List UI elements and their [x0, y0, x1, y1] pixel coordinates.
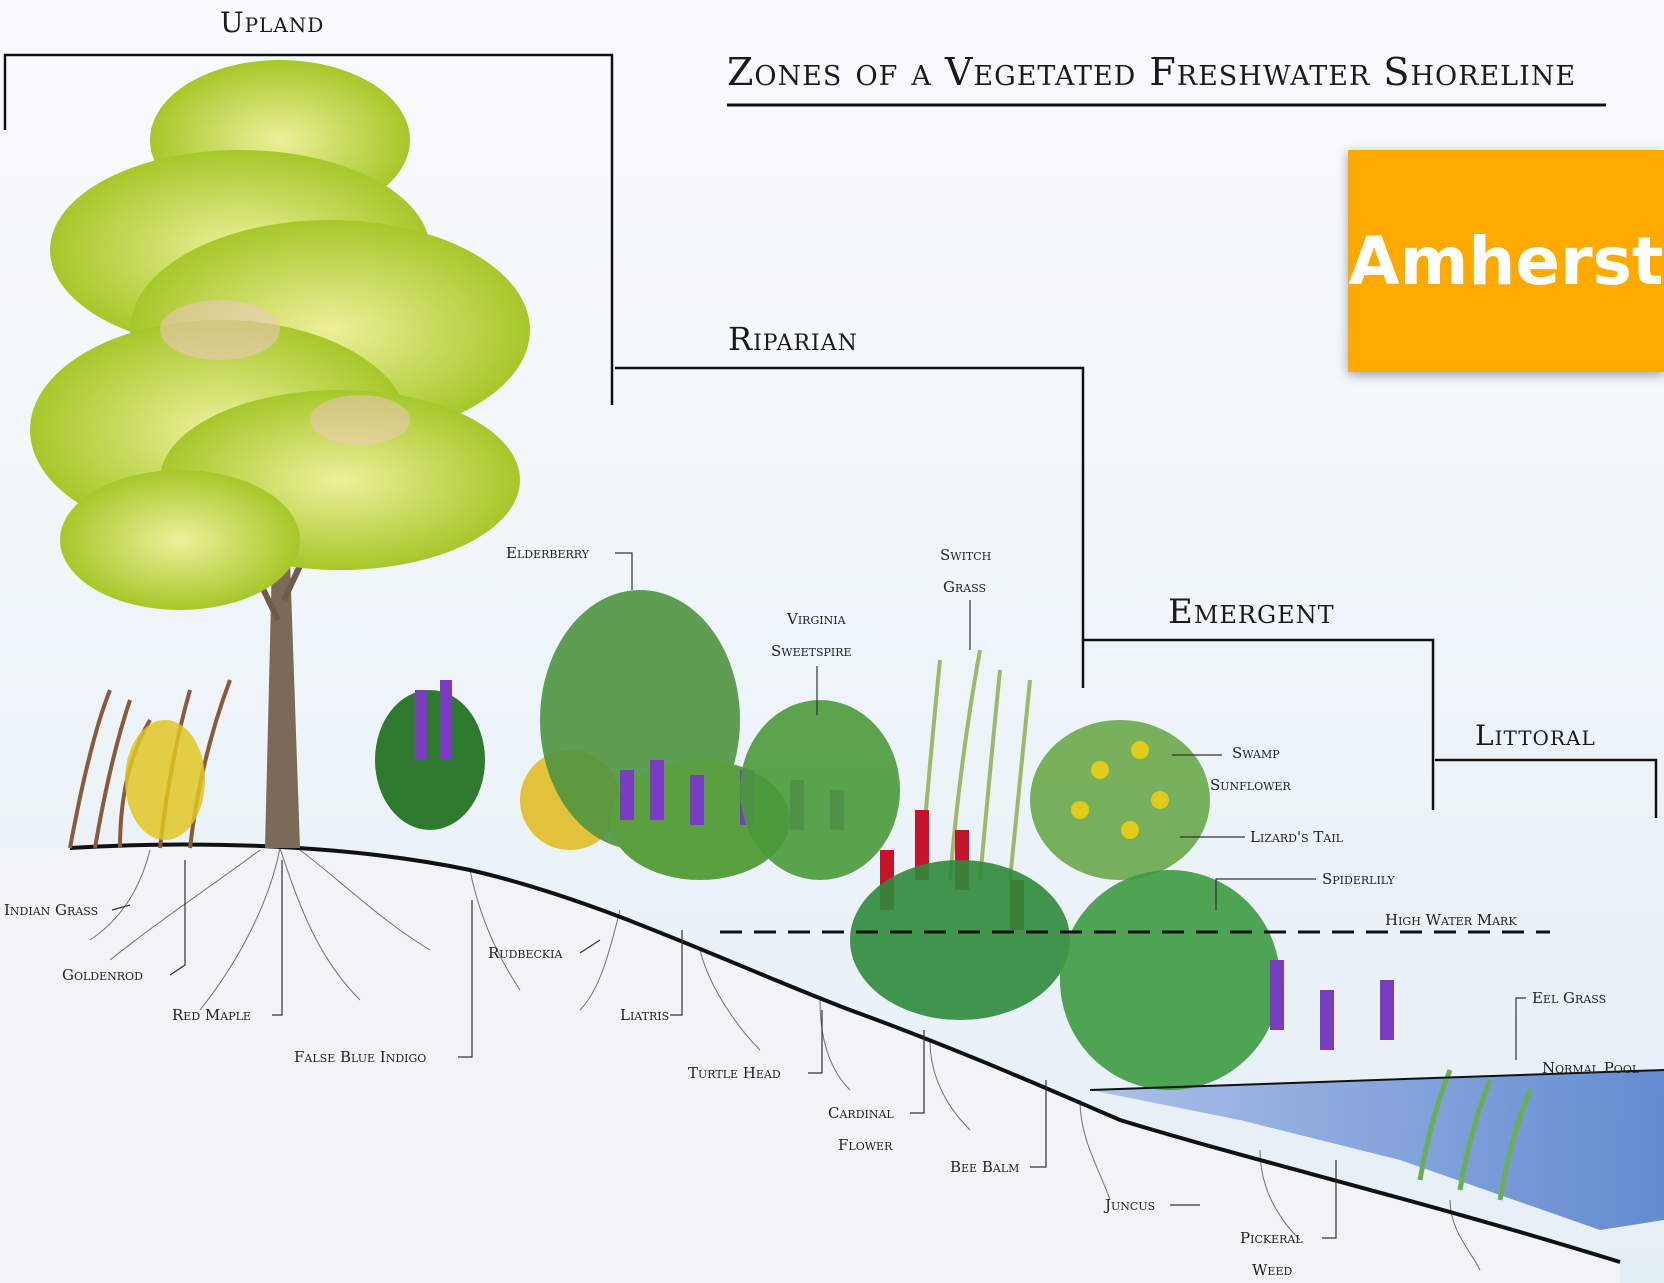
badge-text: Amherst — [1349, 223, 1664, 300]
diagram-title: Zones of a Vegetated Freshwater Shorelin… — [727, 50, 1576, 94]
label-pickerel-weed-2: Weed — [1252, 1261, 1292, 1279]
zone-label-littoral: Littoral — [1475, 719, 1596, 752]
label-switch-grass-1: Switch — [940, 546, 991, 564]
label-pickerel-weed-1: Pickeral — [1240, 1229, 1303, 1247]
label-cardinal-flower-2: Flower — [838, 1136, 893, 1154]
zone-label-emergent: Emergent — [1168, 592, 1335, 632]
label-normal-pool: Normal Pool — [1542, 1059, 1640, 1077]
zone-label-upland: Upland — [220, 6, 324, 39]
label-elderberry: Elderberry — [506, 544, 590, 562]
label-virginia-sweetspire-1: Virginia — [786, 610, 847, 628]
label-swamp-sunflower-2: Sunflower — [1210, 776, 1291, 794]
label-cardinal-flower-1: Cardinal — [828, 1104, 894, 1122]
label-rudbeckia: Rudbeckia — [488, 944, 563, 962]
zone-label-riparian: Riparian — [728, 320, 858, 358]
label-indian-grass: Indian Grass — [4, 901, 98, 919]
label-virginia-sweetspire-2: Sweetspire — [771, 642, 852, 660]
label-red-maple: Red Maple — [172, 1006, 251, 1024]
label-bee-balm: Bee Balm — [950, 1158, 1019, 1176]
label-spiderlily: Spiderlily — [1322, 870, 1395, 888]
label-high-water-mark: High Water Mark — [1385, 911, 1517, 929]
label-eel-grass: Eel Grass — [1532, 989, 1606, 1007]
label-lizards-tail: Lizard's Tail — [1250, 828, 1344, 846]
label-turtle-head: Turtle Head — [688, 1064, 781, 1082]
location-badge: Amherst — [1348, 150, 1664, 372]
label-goldenrod: Goldenrod — [62, 966, 143, 984]
label-juncus: Juncus — [1103, 1196, 1155, 1214]
label-liatris: Liatris — [620, 1006, 669, 1024]
label-false-blue-indigo: False Blue Indigo — [294, 1048, 426, 1066]
label-switch-grass-2: Grass — [943, 578, 986, 596]
label-swamp-sunflower-1: Swamp — [1232, 744, 1280, 762]
